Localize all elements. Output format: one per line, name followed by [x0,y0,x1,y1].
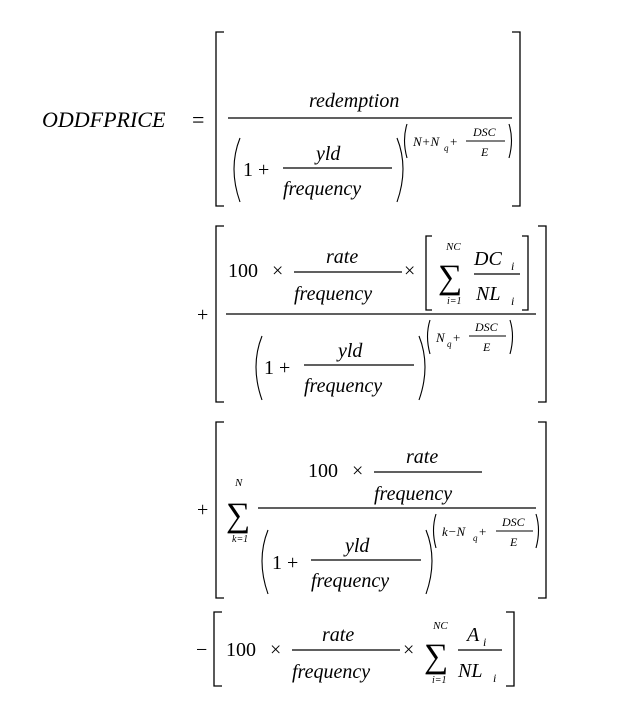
term1-exp-plus: + [450,134,457,149]
term2-dc: DC [473,248,502,270]
term3-frequency-den: frequency [311,570,389,592]
term2-sigma-lower: i=1 [447,296,462,307]
term1-right-bracket [512,31,521,207]
term3-sigma-lower: k=1 [232,534,248,545]
term-2: + 100 × rate frequency × NC ∑ i=1 DC i N… [197,225,547,403]
term-1: redemption 1 + yld frequency N+N q + DSC… [215,31,521,207]
term3-paren-right [425,529,433,595]
term-3: + N ∑ k=1 100 × rate frequency 1 + yld f… [197,421,547,599]
term-4: − 100 × rate frequency × NC ∑ i=1 A i NL… [196,611,515,687]
term1-yld: yld [314,143,341,165]
term2-right-bracket [538,225,547,403]
term3-yld: yld [343,535,370,557]
term3-n: N [234,477,243,489]
term4-sigma-lower: i=1 [432,675,447,686]
term2-paren-right [418,335,426,401]
term2-exp-paren-left [426,319,431,355]
term1-exp-prefix: N+N [412,134,440,149]
term4-sigma: ∑ [424,638,448,675]
term1-left-bracket [215,31,224,207]
term1-exp-paren-right [508,123,513,159]
term3-exp-dsc: DSC [501,515,526,529]
term2-hundred: 100 [228,260,258,282]
term3-one-plus: 1 + [272,552,298,574]
term2-nl: NL [475,283,500,305]
term2-plus: + [197,304,208,326]
term3-plus: + [197,499,208,521]
term2-exp-n: N [435,330,446,345]
term1-numerator: redemption [309,90,399,112]
term3-hundred: 100 [308,460,338,482]
term2-yld: yld [336,340,363,362]
term1-exp-dsc: DSC [472,125,497,139]
term2-sigma: ∑ [438,259,462,296]
term3-paren-left [261,529,269,595]
term3-exp-q: q [473,533,478,543]
term4-a: A [465,624,480,646]
term2-exp-e: E [482,340,491,354]
term2-exp-plus: + [453,330,460,345]
term4-minus: − [196,639,207,661]
term3-exp-paren-right [535,513,540,549]
term1-paren-right [396,137,404,203]
term4-rate: rate [322,624,354,646]
lhs-label: ODDFPRICE [42,107,166,132]
term1-exp-paren-left [403,123,408,159]
term4-right-bracket [506,611,515,687]
term2-exp-q: q [447,339,452,349]
term1-exp-q: q [444,143,449,153]
term1-exp-e: E [480,145,489,159]
term4-nl-sub: i [493,671,496,685]
term4-nl: NL [457,660,482,682]
term2-times-2: × [404,260,415,282]
term2-paren-left [255,335,263,401]
term4-left-bracket [213,611,222,687]
term2-inner-bracket-right [522,235,529,311]
term2-times-1: × [272,260,283,282]
term3-rate: rate [406,446,438,468]
term2-rate: rate [326,246,358,268]
equals-sign: = [192,107,204,132]
term4-times-1: × [270,639,281,661]
term4-hundred: 100 [226,639,256,661]
term2-exp-paren-right [509,319,514,355]
term1-frequency: frequency [283,178,361,200]
term4-nc: NC [432,620,448,632]
term3-right-bracket [538,421,547,599]
term1-one-plus: 1 + [243,159,269,181]
term3-exp-prefix: k−N [442,524,467,539]
term3-times: × [352,460,363,482]
term1-paren-left [233,137,241,203]
term3-exp-plus: + [479,524,486,539]
term2-frequency-num: frequency [294,283,372,305]
term2-nl-sub: i [511,294,514,308]
term4-times-2: × [403,639,414,661]
term2-dc-sub: i [511,259,514,273]
term2-one-plus: 1 + [264,357,290,379]
term2-left-bracket [215,225,224,403]
term2-frequency-den: frequency [304,375,382,397]
term3-exp-paren-left [432,513,437,549]
term3-left-bracket [215,421,224,599]
term2-exp-dsc: DSC [474,320,499,334]
term3-exp-e: E [509,535,518,549]
term3-sigma: ∑ [226,497,250,534]
term2-nc: NC [445,241,461,253]
term4-frequency: frequency [292,661,370,683]
term4-a-sub: i [483,635,486,649]
term2-inner-bracket-left [425,235,432,311]
term3-frequency-num: frequency [374,483,452,505]
